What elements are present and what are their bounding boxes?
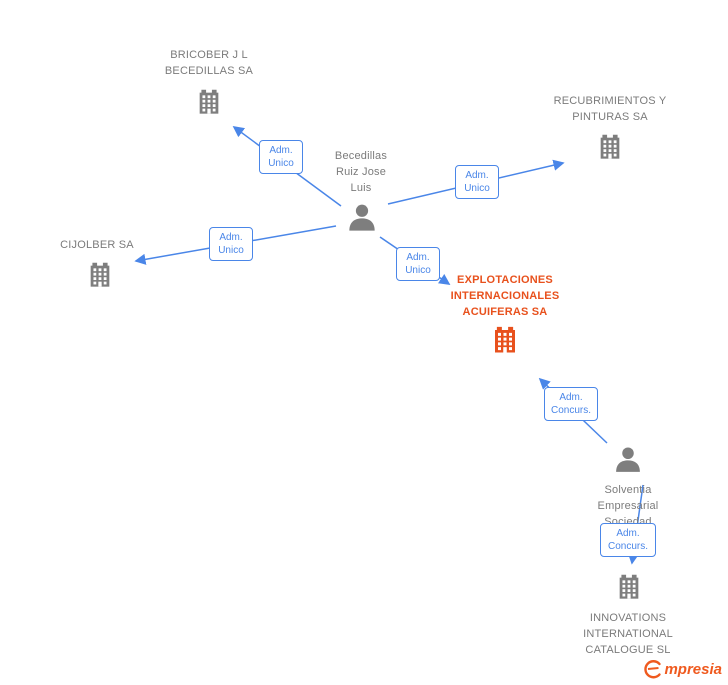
building-icon-innovations[interactable] bbox=[615, 573, 643, 601]
company-label-recubrimientos[interactable]: RECUBRIMIENTOS Y PINTURAS SA bbox=[553, 95, 667, 123]
person-label-becedillas[interactable]: Becedillas Ruiz Jose Luis bbox=[334, 150, 388, 194]
empresia-logo-text: mpresia bbox=[664, 660, 722, 678]
company-label-bricober[interactable]: BRICOBER J L BECEDILLAS SA bbox=[164, 49, 254, 77]
person-icon-becedillas[interactable] bbox=[346, 202, 378, 234]
building-icon-recubrimientos[interactable] bbox=[596, 133, 624, 161]
company-label-explotaciones[interactable]: EXPLOTACIONES INTERNACIONALES ACUIFERAS … bbox=[450, 274, 560, 318]
company-label-cijolber[interactable]: CIJOLBER SA bbox=[60, 239, 134, 251]
building-icon-bricober[interactable] bbox=[195, 88, 223, 116]
building-icon-explotaciones[interactable] bbox=[490, 325, 520, 355]
building-icon-cijolber[interactable] bbox=[86, 261, 114, 289]
empresia-logo: mpresia bbox=[643, 659, 722, 679]
empresia-logo-e-icon bbox=[644, 660, 662, 679]
edge-label-solventia-explotaciones: Adm. Concurs. bbox=[544, 387, 598, 421]
edge-label-becedillas-bricober: Adm. Unico bbox=[259, 140, 303, 174]
edge-label-solventia-innovations: Adm. Concurs. bbox=[600, 523, 656, 557]
company-label-innovations[interactable]: INNOVATIONS INTERNATIONAL CATALOGUE SL bbox=[583, 612, 673, 656]
edge-label-becedillas-explotaciones: Adm. Unico bbox=[396, 247, 440, 281]
edge-label-becedillas-cijolber: Adm. Unico bbox=[209, 227, 253, 261]
edge-label-becedillas-recubrimientos: Adm. Unico bbox=[455, 165, 499, 199]
person-icon-solventia[interactable] bbox=[613, 445, 643, 475]
